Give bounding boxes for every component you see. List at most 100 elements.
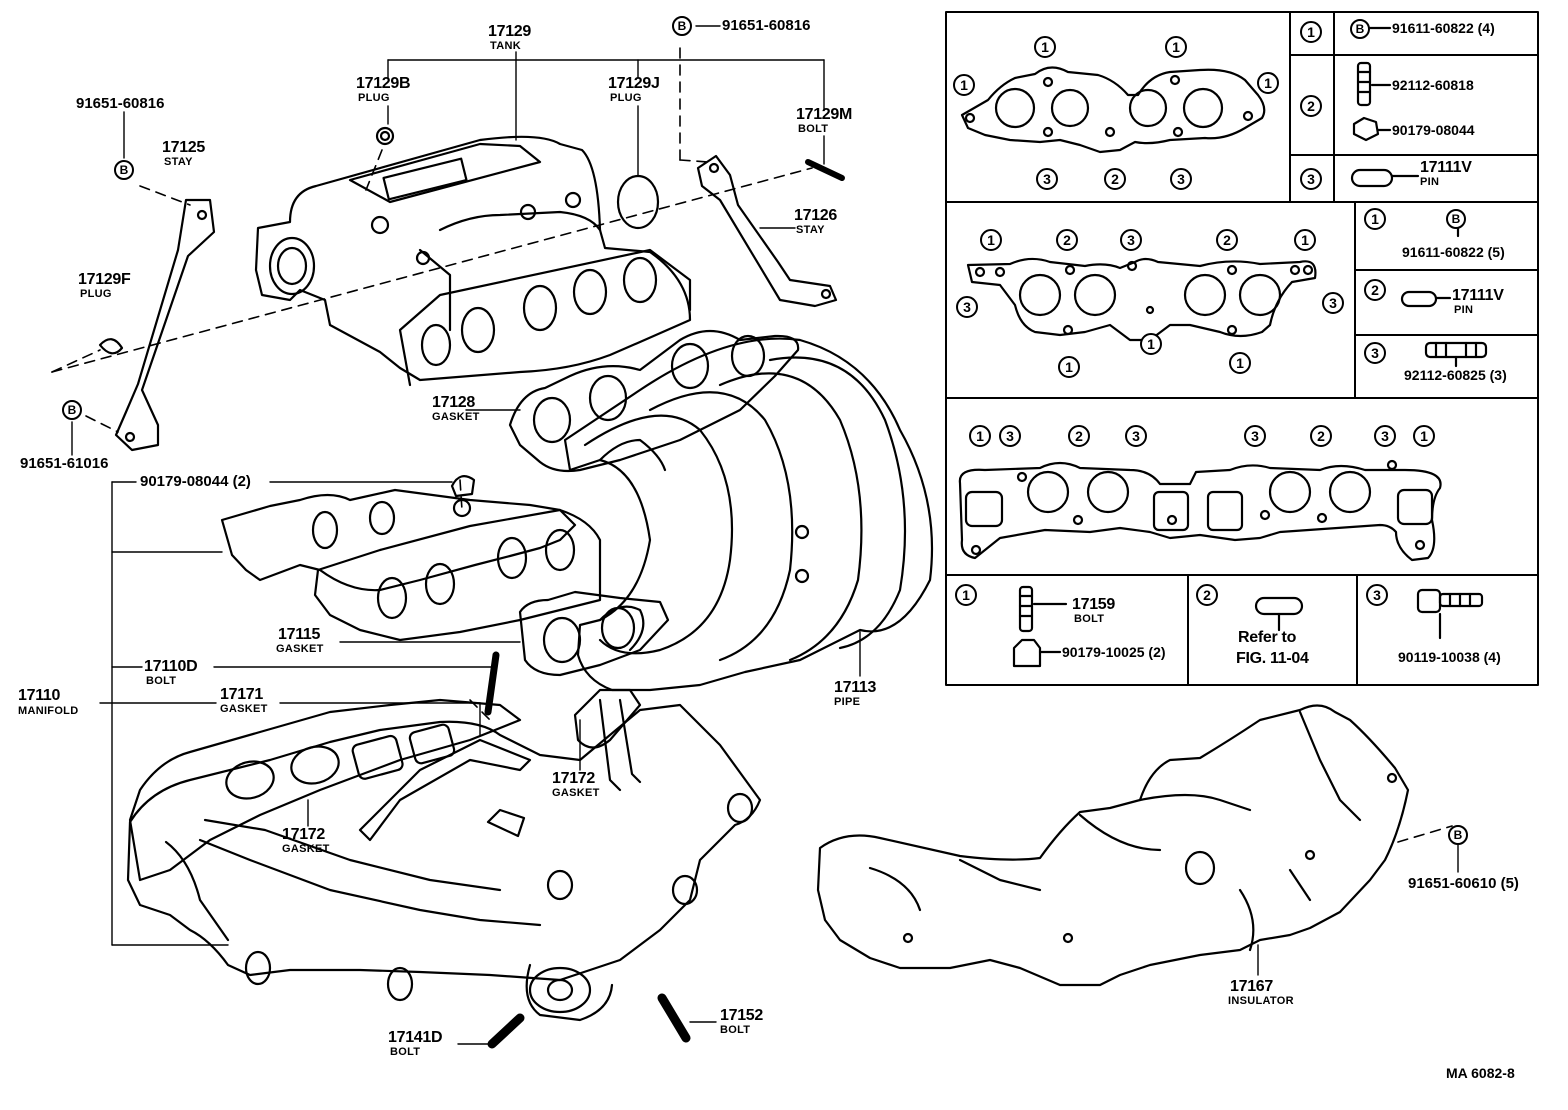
- bolt-17152: [657, 993, 691, 1043]
- g2-marker-3a: 3: [1120, 229, 1142, 251]
- row2-c2-pin-name: PIN: [1454, 304, 1474, 316]
- manifold-mid-flange: [220, 488, 602, 642]
- b-marker-top: B: [672, 16, 692, 36]
- label-17129J-name: PLUG: [610, 92, 642, 104]
- ref-left-bottom-bolt: 91651-61016: [20, 455, 109, 472]
- label-17128-number: 17128: [432, 394, 475, 411]
- row2-c3-part: 92112-60825 (3): [1404, 367, 1507, 383]
- row1-marker-1: 1: [1300, 21, 1322, 43]
- row3-marker-1: 1: [955, 584, 977, 606]
- g3-marker-3c: 3: [1244, 425, 1266, 447]
- row1-b-marker: B: [1350, 19, 1370, 39]
- g2-marker-3c: 3: [1322, 292, 1344, 314]
- label-17129B-name: PLUG: [358, 92, 390, 104]
- label-17115-name: GASKET: [276, 643, 324, 655]
- row2-marker-2: 2: [1364, 279, 1386, 301]
- label-17129B-number: 17129B: [356, 75, 411, 92]
- g2-marker-2b: 2: [1216, 229, 1238, 251]
- g3-marker-3d: 3: [1374, 425, 1396, 447]
- nut-90179-08044: [450, 475, 476, 498]
- row1-c2-nut: 90179-08044: [1392, 122, 1475, 138]
- row2-marker-3: 3: [1364, 342, 1386, 364]
- row1-marker-2: 2: [1300, 95, 1322, 117]
- g3-marker-1b: 1: [1413, 425, 1435, 447]
- row3-c1-nut: 90179-10025 (2): [1062, 644, 1166, 660]
- row1-c1-part: 91611-60822 (4): [1392, 20, 1495, 36]
- table-gasket-1: [960, 66, 1266, 154]
- g1-marker-1c: 1: [953, 74, 975, 96]
- label-17125-number: 17125: [162, 139, 205, 156]
- row3-refer-line2: FIG. 11-04: [1236, 650, 1309, 667]
- g3-marker-2b: 2: [1310, 425, 1332, 447]
- table-hardware: [1012, 26, 1488, 668]
- bolt-17110D: [484, 651, 500, 716]
- label-17152-name: BOLT: [720, 1024, 751, 1036]
- table-gasket-3: [958, 459, 1442, 562]
- dashed-guides: [51, 47, 1453, 843]
- bolt-17129M: [805, 159, 845, 181]
- label-17129M-number: 17129M: [796, 106, 853, 123]
- ref-right-bolt: 91651-60610 (5): [1408, 875, 1519, 892]
- label-17115-number: 17115: [278, 626, 321, 643]
- gasket-17171: [128, 698, 522, 882]
- label-17172-left-name: GASKET: [282, 843, 330, 855]
- row2-c1-part: 91611-60822 (5): [1402, 244, 1505, 260]
- g1-marker-1b: 1: [1165, 36, 1187, 58]
- row2-c2-pin-number: 17111V: [1452, 287, 1504, 304]
- row2-b-marker: B: [1446, 209, 1466, 229]
- leader-lines: [71, 25, 1459, 1045]
- plug-17129J: [616, 174, 660, 230]
- row1-marker-3: 3: [1300, 168, 1322, 190]
- label-17171-number: 17171: [220, 686, 263, 703]
- g3-marker-1a: 1: [969, 425, 991, 447]
- b-marker-left-bottom: B: [62, 400, 82, 420]
- intake-tank: [254, 135, 692, 387]
- g1-marker-3b: 3: [1170, 168, 1192, 190]
- g3-marker-3b: 3: [1125, 425, 1147, 447]
- label-17171-name: GASKET: [220, 703, 268, 715]
- stay-17126: [696, 154, 838, 308]
- exhaust-manifold-17110: [126, 698, 762, 1022]
- label-17129J-number: 17129J: [608, 75, 660, 92]
- exhaust-pipe-17113: [563, 337, 934, 692]
- label-17110-number: 17110: [18, 687, 61, 704]
- label-17110D-number: 17110D: [144, 658, 198, 675]
- label-17172-right-name: GASKET: [552, 787, 600, 799]
- label-17129F-number: 17129F: [78, 271, 131, 288]
- b-marker-left-top: B: [114, 160, 134, 180]
- plug-17129B: [375, 126, 395, 146]
- label-17141D-name: BOLT: [390, 1046, 421, 1058]
- g2-marker-1e: 1: [1229, 352, 1251, 374]
- label-17113-name: PIPE: [834, 696, 861, 708]
- label-17167-name: INSULATOR: [1228, 995, 1294, 1007]
- g2-marker-1b: 1: [1294, 229, 1316, 251]
- row1-c2-stud: 92112-60818: [1392, 77, 1474, 93]
- gasket-legend-table: [945, 11, 1539, 686]
- label-17172-right-number: 17172: [552, 770, 595, 787]
- g2-marker-1a: 1: [980, 229, 1002, 251]
- gasket-17115: [518, 590, 670, 677]
- ref-nut: 90179-08044 (2): [140, 473, 251, 490]
- g2-marker-1c: 1: [1140, 333, 1162, 355]
- label-17110D-name: BOLT: [146, 675, 177, 687]
- ref-top-bolt: 91651-60816: [722, 17, 811, 34]
- row3-c3-bolt: 90119-10038 (4): [1398, 649, 1501, 665]
- g3-marker-3a: 3: [999, 425, 1021, 447]
- heat-insulator-17167: [816, 704, 1410, 987]
- label-17129F-name: PLUG: [80, 288, 112, 300]
- label-17126-name: STAY: [796, 224, 825, 236]
- row3-c1-bolt-number: 17159: [1072, 596, 1115, 613]
- label-17128-name: GASKET: [432, 411, 480, 423]
- g1-marker-3a: 3: [1036, 168, 1058, 190]
- gasket-17128: [508, 330, 800, 473]
- label-17152-number: 17152: [720, 1007, 763, 1024]
- diagram-code: MA 6082-8: [1446, 1065, 1515, 1081]
- g2-marker-3b: 3: [956, 296, 978, 318]
- label-17129M-name: BOLT: [798, 123, 829, 135]
- row3-refer-line1: Refer to: [1238, 629, 1297, 646]
- row1-c3-pin-name: PIN: [1420, 176, 1440, 188]
- label-17141D-number: 17141D: [388, 1029, 443, 1046]
- label-17129-number: 17129: [488, 23, 531, 40]
- b-marker-right: B: [1448, 825, 1468, 845]
